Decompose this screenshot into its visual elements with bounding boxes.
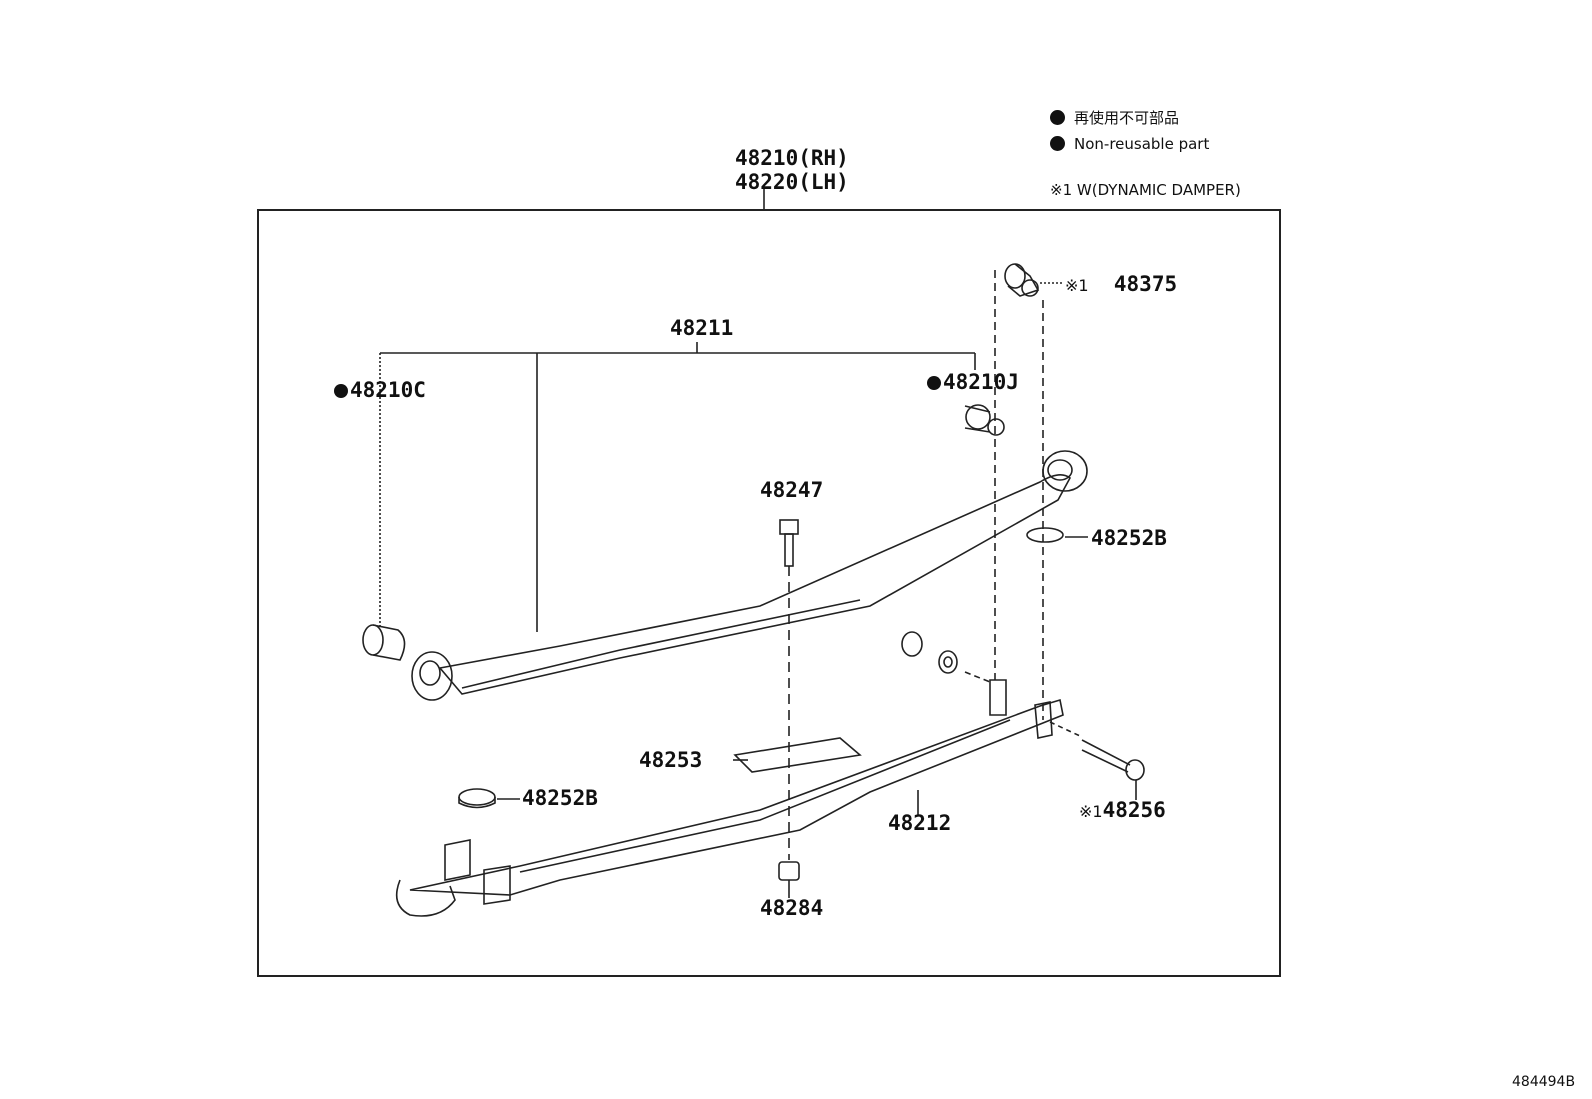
- label-assembly-rh: 48210(RH): [735, 146, 849, 170]
- label-bolt-side: ※148256: [1079, 798, 1166, 822]
- label-spring-leaf-2: 48212: [888, 811, 952, 835]
- label-damper: ※1 48375: [1065, 272, 1178, 296]
- non-reusable-dot-icon: [1050, 136, 1065, 151]
- second-leaf-spring: [409, 698, 1064, 896]
- label-bushing-c: 48210C: [334, 380, 426, 401]
- label-spring-leaf-1: 48211: [670, 316, 734, 340]
- legend-non-reusable-en: Non-reusable part: [1050, 136, 1209, 152]
- label-bolt-center: 48247: [760, 478, 824, 502]
- label-plate: 48253: [639, 748, 703, 772]
- non-reusable-dot-icon: [1050, 110, 1065, 125]
- label-nut: 48284: [760, 896, 824, 920]
- legend-non-reusable-jp: 再使用不可部品: [1050, 110, 1179, 126]
- legend-note: ※1 W(DYNAMIC DAMPER): [1050, 181, 1241, 199]
- label-bushing-j: 48210J: [927, 372, 1019, 393]
- label-pad-upper: 48252B: [1091, 526, 1167, 550]
- non-reusable-dot-icon: [334, 384, 348, 398]
- figure-code: 484494B: [1512, 1074, 1576, 1090]
- non-reusable-dot-icon: [927, 376, 941, 390]
- label-pad-lower: 48252B: [522, 786, 598, 810]
- label-assembly-lh: 48220(LH): [735, 170, 849, 194]
- main-leaf-spring: [438, 474, 1072, 695]
- assembly-frame: [257, 209, 1281, 977]
